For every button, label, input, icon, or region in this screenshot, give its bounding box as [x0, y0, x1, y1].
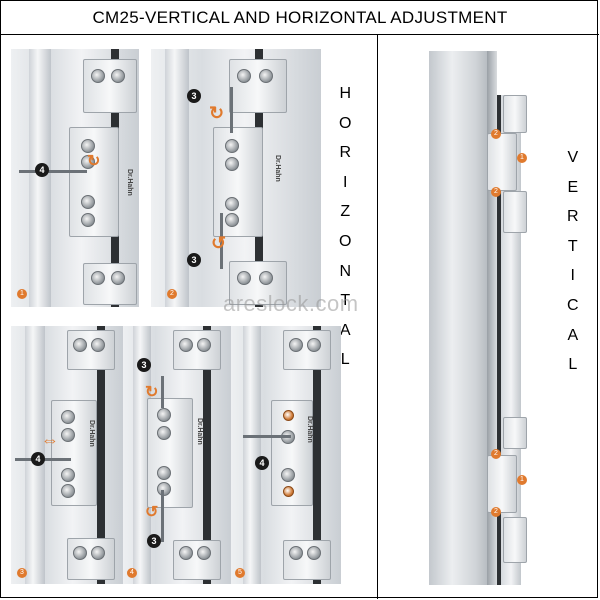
screw-icon — [259, 69, 273, 83]
brand-label: Dr.Hahn — [126, 169, 133, 196]
screw-icon — [91, 546, 105, 560]
hinge-mid — [503, 191, 527, 233]
hinge-bottom — [283, 540, 331, 580]
screw-icon — [157, 426, 171, 440]
callout-number: 1 — [517, 475, 527, 485]
screw-icon — [91, 271, 105, 285]
screw-icon — [197, 338, 211, 352]
screw-icon — [237, 271, 251, 285]
allen-key — [161, 490, 164, 542]
screw-icon — [283, 486, 294, 497]
hinge-lower-body — [487, 455, 517, 513]
screw-icon — [91, 69, 105, 83]
hinge-top — [83, 59, 137, 113]
column-divider — [377, 35, 378, 599]
brand-label: Dr.Hahn — [196, 418, 203, 445]
brand-label: Dr.Hahn — [274, 155, 281, 182]
photo-panel-5: 4 Dr.Hahn 5 — [231, 326, 341, 584]
step-number-badge: 1 — [17, 289, 27, 299]
callout-number: 4 — [255, 456, 269, 470]
screw-icon — [61, 468, 75, 482]
allen-key — [243, 435, 291, 438]
screw-icon — [61, 484, 75, 498]
callout-number: 4 — [35, 163, 49, 177]
screw-icon — [237, 69, 251, 83]
screw-icon — [179, 338, 193, 352]
callout-number: 2 — [491, 129, 501, 139]
rotate-arrow-icon: ↻ — [209, 103, 225, 123]
allen-key — [19, 170, 87, 173]
allen-key — [220, 213, 223, 269]
step-number-badge: 5 — [235, 568, 245, 578]
step-number-badge: 4 — [127, 568, 137, 578]
rotate-arrow-icon: ↻ — [87, 153, 101, 170]
screw-icon — [259, 271, 273, 285]
screw-icon — [225, 213, 239, 227]
screw-icon — [61, 428, 75, 442]
screw-icon — [61, 410, 75, 424]
callout-number: 3 — [147, 534, 161, 548]
photo-panel-1: 4 ↻ Dr.Hahn 1 — [11, 49, 139, 307]
callout-number: 3 — [137, 358, 151, 372]
hinge-bottom — [173, 540, 221, 580]
brand-label: Dr.Hahn — [306, 416, 313, 443]
hinge-lower-top — [503, 417, 527, 449]
screw-icon — [111, 271, 125, 285]
screw-icon — [225, 157, 239, 171]
screw-icon — [73, 338, 87, 352]
screw-icon — [157, 466, 171, 480]
screw-icon — [281, 468, 295, 482]
screw-icon — [289, 338, 303, 352]
vertical-profile-photo: 2 1 2 2 1 2 — [421, 45, 533, 591]
watermark: areslock.com — [223, 291, 359, 316]
callout-number: 2 — [491, 187, 501, 197]
screw-icon — [81, 139, 95, 153]
callout-number: 4 — [31, 452, 45, 466]
screw-icon — [225, 197, 239, 211]
allen-key — [161, 376, 164, 408]
callout-number: 3 — [187, 253, 201, 267]
callout-number: 3 — [187, 89, 201, 103]
hinge-bottom — [83, 263, 137, 305]
callout-number: 2 — [491, 507, 501, 517]
screw-icon — [307, 546, 321, 560]
screw-icon — [91, 338, 105, 352]
rotate-arrow-icon: ↻ — [145, 384, 159, 401]
screw-icon — [157, 482, 171, 496]
screw-icon — [73, 546, 87, 560]
screw-icon — [81, 155, 95, 169]
screw-icon — [283, 410, 294, 421]
hinge-top — [67, 330, 115, 370]
horizontal-arrows-icon: ⇔ — [41, 430, 59, 450]
callout-number: 1 — [517, 153, 527, 163]
screw-icon — [81, 195, 95, 209]
screw-icon — [197, 546, 211, 560]
screw-icon — [307, 338, 321, 352]
allen-key — [230, 87, 233, 133]
brand-label: Dr.Hahn — [88, 420, 95, 447]
screw-icon — [289, 546, 303, 560]
step-number-badge: 2 — [167, 289, 177, 299]
vertical-label: V E R T I C A L — [567, 149, 579, 374]
screw-icon — [111, 69, 125, 83]
hinge-bottom — [67, 538, 115, 580]
screw-icon — [225, 139, 239, 153]
rotate-arrow-icon: ↺ — [211, 233, 227, 253]
photo-panel-2: 3 3 ↻ ↺ Dr.Hahn 2 — [151, 49, 321, 307]
step-number-badge: 3 — [17, 568, 27, 578]
screw-icon — [179, 546, 193, 560]
hinge-top — [229, 59, 287, 113]
screw-icon — [81, 213, 95, 227]
photo-panel-3: 4 ⇔ Dr.Hahn 3 — [11, 326, 123, 584]
screw-icon — [157, 408, 171, 422]
rotate-arrow-icon: ↺ — [145, 504, 159, 521]
horizontal-label: H O R I Z O N T A L — [339, 85, 352, 369]
hinge-body — [487, 133, 517, 191]
hinge-top — [503, 95, 527, 133]
hinge-lower-bottom — [503, 517, 527, 563]
page-title: CM25-VERTICAL AND HORIZONTAL ADJUSTMENT — [1, 1, 599, 35]
callout-number: 2 — [491, 449, 501, 459]
photo-panel-4: 3 3 ↻ ↺ Dr.Hahn 4 — [123, 326, 231, 584]
